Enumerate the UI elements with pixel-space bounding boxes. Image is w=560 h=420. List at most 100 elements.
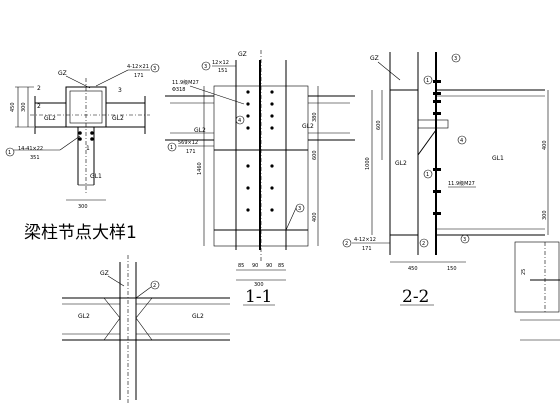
- section-2-2: 1000 600 400 300 450 150 GZ GL2 GL1 11.9…: [342, 52, 549, 272]
- weld-351: 351: [30, 155, 40, 161]
- label-gz: GZ: [100, 270, 109, 277]
- callout-circle: [150, 63, 160, 73]
- callout-number: 3: [298, 206, 301, 212]
- bolt: [78, 131, 82, 135]
- callout-number: 1: [8, 150, 11, 156]
- dim-600b: 600: [376, 120, 382, 130]
- callout-circle: [460, 234, 470, 244]
- callout-circle: [167, 142, 177, 152]
- weld-right: [135, 297, 153, 341]
- label-gz: GZ: [370, 55, 379, 62]
- bolt: [270, 164, 274, 168]
- dim-300: 300: [21, 102, 27, 112]
- label-gl2-left: GL2: [194, 127, 206, 134]
- callout-number: 2: [345, 241, 348, 247]
- bolt: [433, 112, 441, 115]
- dim-1460: 1460: [197, 162, 203, 175]
- callout-circle: [342, 238, 352, 248]
- section-title-2-2: 2-2: [402, 287, 429, 307]
- weld-171c: 171: [362, 246, 372, 252]
- dim-90: 90: [252, 263, 258, 269]
- dim-85b: 85: [278, 263, 284, 269]
- callout-number: 3: [153, 66, 156, 72]
- dim-600: 600: [312, 150, 318, 160]
- label-gl2-left: GL2: [44, 115, 56, 122]
- bolt: [433, 190, 441, 193]
- label-gl1: GL1: [90, 173, 102, 180]
- bolt: [90, 131, 94, 135]
- dim-3: 3: [118, 87, 122, 94]
- dim-300d: 300: [542, 210, 548, 220]
- dim-450b: 450: [408, 266, 418, 272]
- callout-number: 4: [460, 138, 463, 144]
- leader: [65, 75, 91, 89]
- bolt: [270, 186, 274, 190]
- bolt-group-2: [433, 80, 441, 215]
- bolt-phi: Φ318: [172, 87, 185, 93]
- label-1: 1: [86, 145, 90, 152]
- callout-circle: [423, 75, 433, 85]
- partial-outline: [514, 241, 560, 313]
- leader: [59, 135, 81, 151]
- bolt: [270, 90, 274, 94]
- bolt-spec: 11.9级M27: [172, 79, 199, 86]
- callout-circle: [451, 53, 461, 63]
- label-gl2-right: GL2: [302, 123, 314, 130]
- callout-circle: [419, 238, 429, 248]
- callout-number: 2: [153, 283, 156, 289]
- weld-left: [103, 297, 121, 341]
- label-gl2-right: GL2: [192, 313, 204, 320]
- dim-300c: 300: [254, 282, 264, 288]
- callout-circle: [150, 280, 160, 290]
- bolt: [246, 164, 250, 168]
- leader: [377, 61, 401, 81]
- callout-number: 3: [204, 64, 207, 70]
- bolt: [433, 168, 441, 171]
- bolt: [78, 137, 82, 141]
- callout-circle: [5, 147, 15, 157]
- label-gl2: GL2: [395, 160, 407, 167]
- callout-circle: [423, 169, 433, 179]
- dim-25: 25: [521, 269, 527, 275]
- bolt: [246, 114, 250, 118]
- dim-380: 380: [312, 112, 318, 122]
- dim-1000: 1000: [365, 157, 371, 170]
- weld-4-12-21: 4-12×21: [127, 64, 149, 70]
- dim-2: 2: [37, 85, 41, 92]
- joint-elevation: GZ GL2 GL2 2: [62, 255, 230, 405]
- bolt: [270, 102, 274, 106]
- weld-171: 171: [134, 73, 144, 79]
- weld-4-12-12: 4-12×12: [354, 237, 376, 243]
- shear-tab: [417, 119, 449, 129]
- dim-150: 150: [447, 266, 457, 272]
- label-gl2-right: GL2: [112, 115, 124, 122]
- dim-450: 450: [10, 102, 16, 112]
- callout-number: 3: [454, 56, 457, 62]
- weld-171b: 171: [186, 149, 196, 155]
- bolt: [270, 126, 274, 130]
- dim-2b: 2: [37, 103, 41, 110]
- dim-300b: 300: [78, 204, 88, 210]
- bolt: [246, 90, 250, 94]
- leader: [135, 286, 152, 299]
- partial-detail: 25: [514, 241, 560, 341]
- bolt-group: [246, 90, 274, 212]
- dim-400b: 400: [542, 140, 548, 150]
- dim-85: 85: [238, 263, 244, 269]
- weld-14-41-22: 14-41×22: [18, 146, 43, 152]
- dim-90b: 90: [266, 263, 272, 269]
- weld-151: 151: [218, 68, 228, 74]
- section-title-1-1: 1-1: [245, 287, 272, 307]
- bolt: [270, 114, 274, 118]
- bolt: [246, 208, 250, 212]
- callout-number: 1: [426, 78, 429, 84]
- weld-12-12: 12×12: [212, 60, 229, 66]
- label-gl1: GL1: [492, 155, 504, 162]
- leader: [107, 275, 125, 287]
- label-gz: GZ: [58, 70, 67, 77]
- callout-circle: [457, 135, 467, 145]
- bolt-spec-2: 11.9级M27: [448, 180, 475, 187]
- label-gz: GZ: [238, 51, 247, 58]
- bolt: [246, 126, 250, 130]
